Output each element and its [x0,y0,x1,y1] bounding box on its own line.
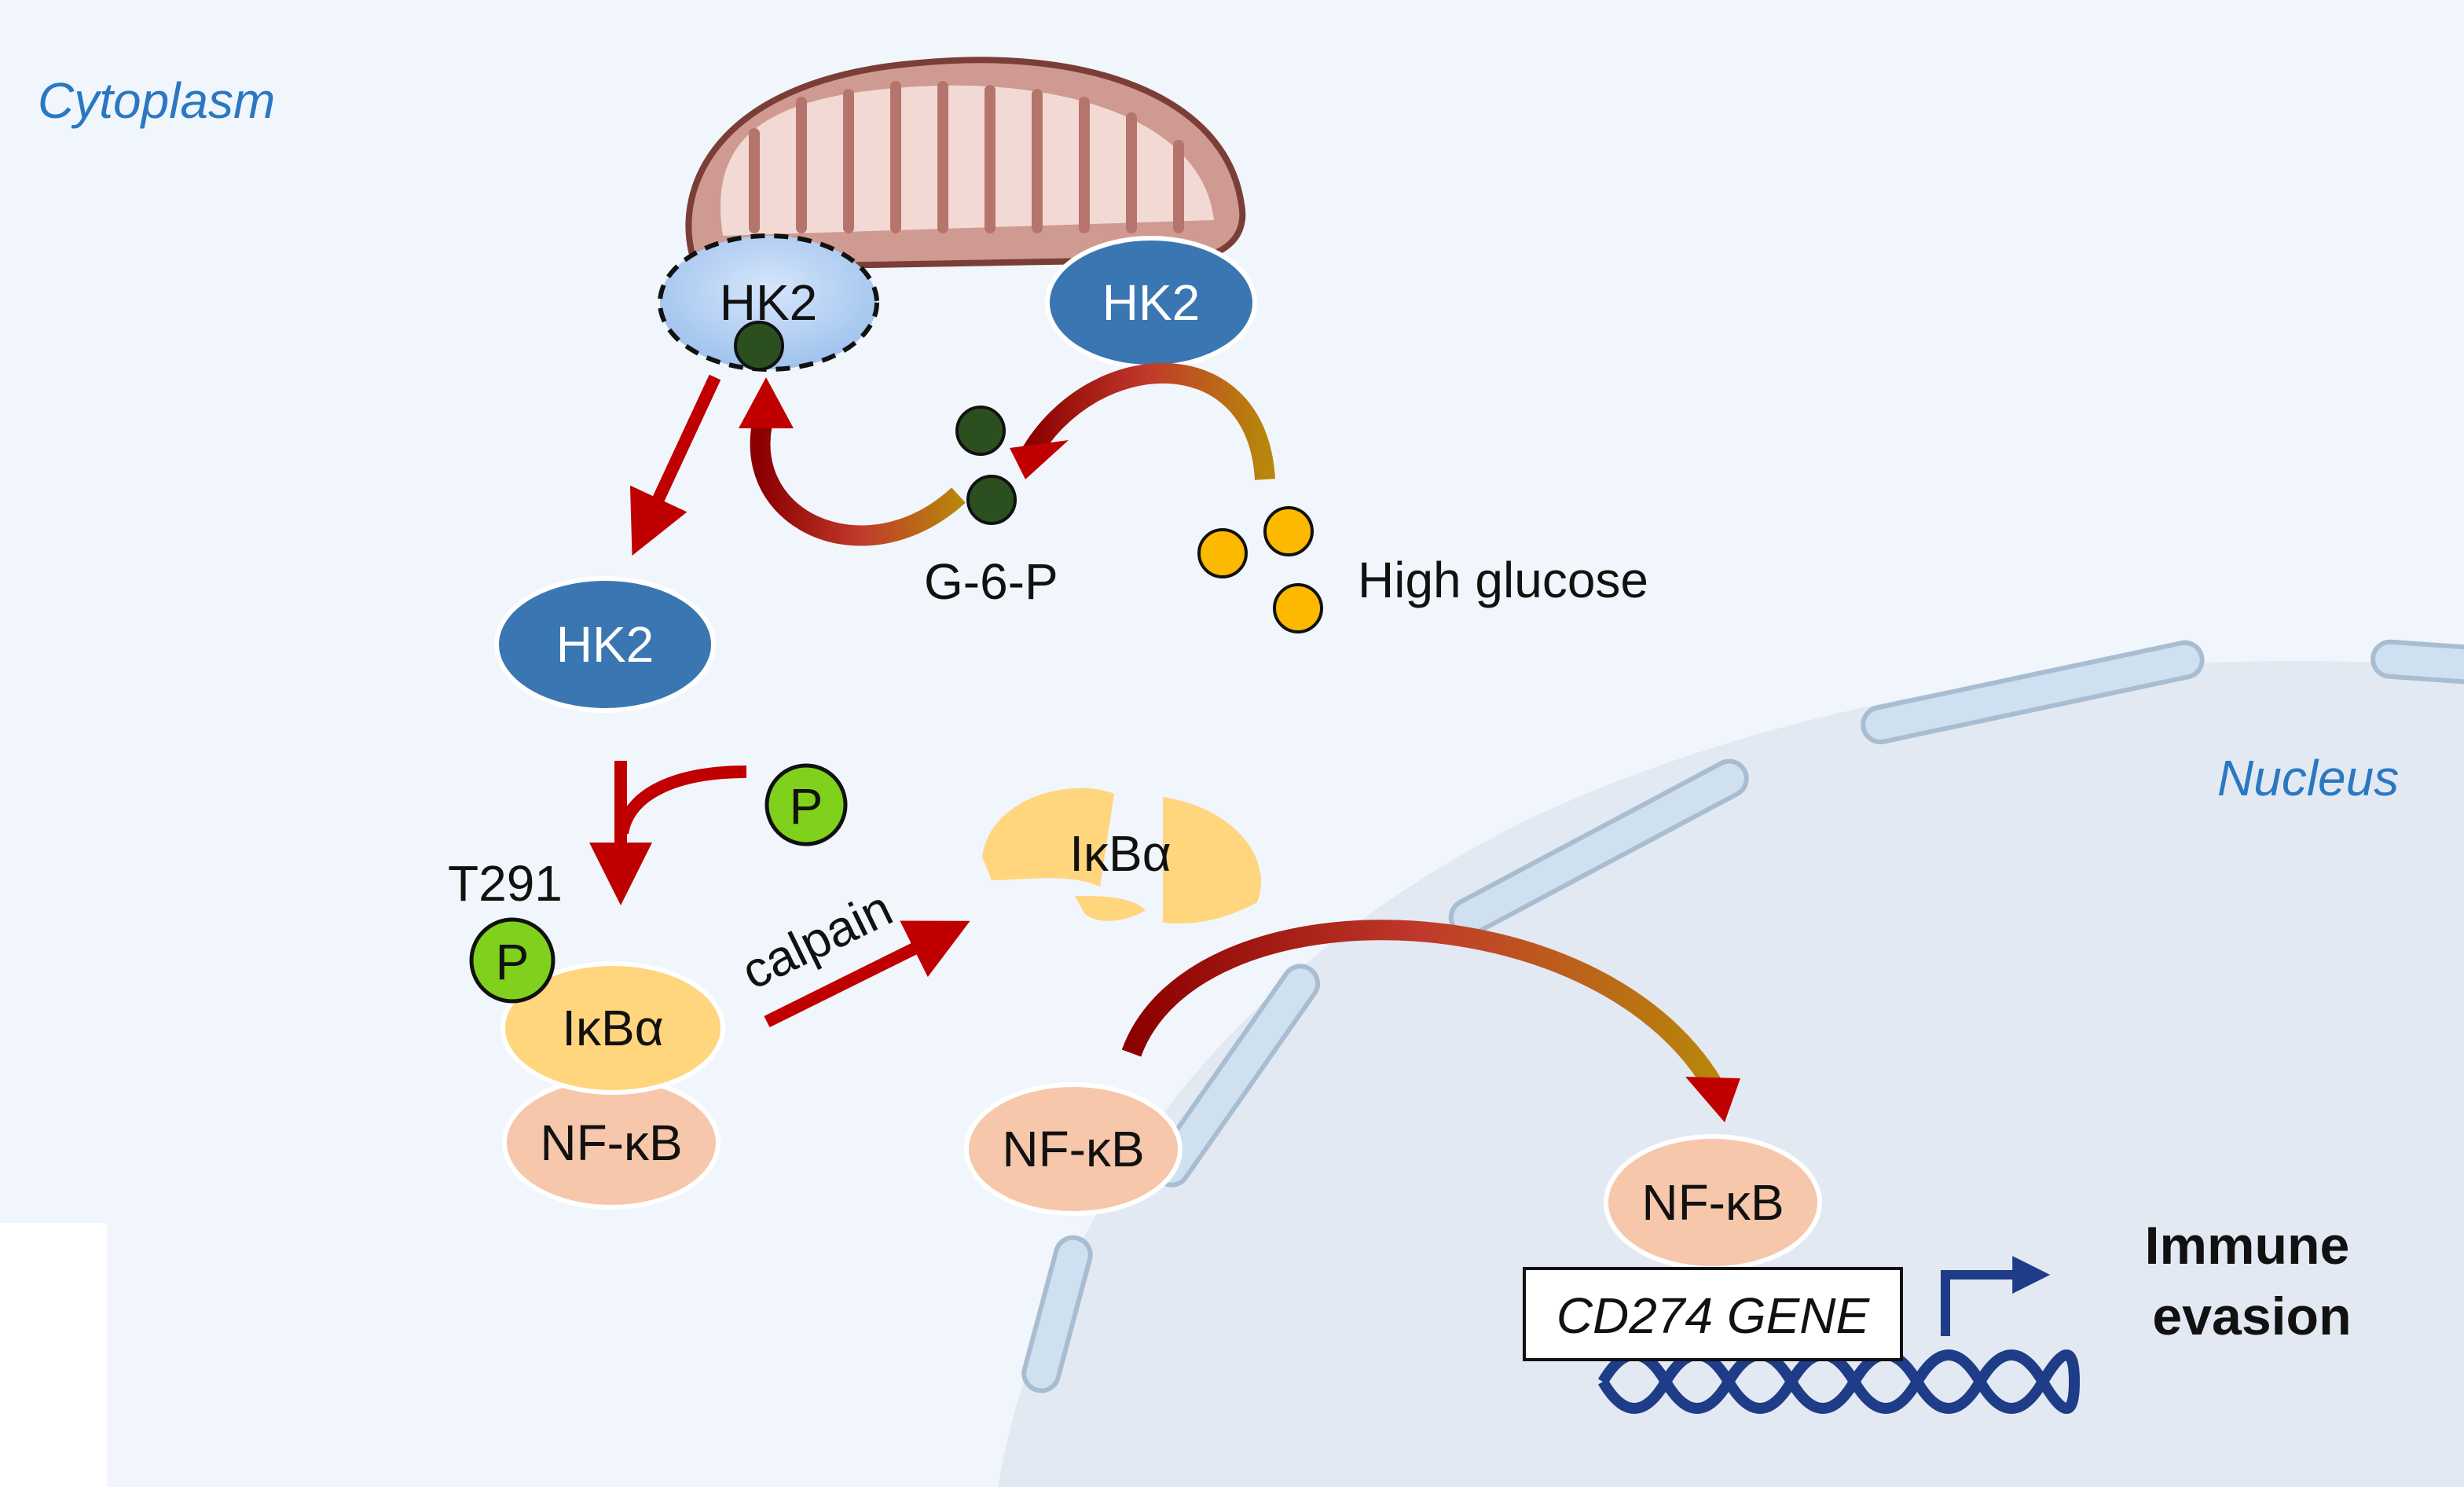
arrow-hk2-release [629,374,721,556]
arrow-nuclear-translocation [1121,920,1722,1090]
nucleus-label: Nucleus [2217,750,2399,806]
glucose-dot [1263,506,1314,556]
g6p-label: G-6-P [924,553,1058,610]
curve-arrow-glucose-to-g6p [1020,363,1275,480]
arrowhead [1685,1077,1740,1122]
svg-text:HK2: HK2 [720,274,818,331]
nuclear-pore [1021,1235,1093,1393]
arrow-calpain [764,920,970,1028]
nuclear-pore [1861,640,2205,745]
phosphate-input-curve [616,766,747,835]
curve-arrow-g6p-to-hk2 [750,406,966,546]
hk2-mitochondria-bound: HK2 [1045,236,1257,369]
cytoplasm-label: Cytoplasm [38,72,275,129]
svg-text:IκBα: IκBα [562,1000,663,1056]
transcription-arrow [1941,1256,2051,1336]
svg-text:NF-κB: NF-κB [1002,1121,1144,1177]
svg-text:NF-κB: NF-κB [540,1114,682,1171]
svg-text:P: P [790,778,823,835]
ikba-degraded: IκBα [982,788,1261,923]
g6p-dot [955,406,1006,456]
white-corner [0,1223,107,1487]
nfkb-nuclear: NF-κB [1604,1134,1822,1271]
svg-text:HK2: HK2 [1102,274,1201,331]
outcome-immune: Immune [2145,1216,2350,1276]
hk2-dissociating: HK2 [658,233,879,372]
mitochondrion [685,57,1246,271]
svg-text:IκBα: IκBα [1069,825,1171,882]
phosphate-free: P [764,763,848,846]
nfkb-complex-cytoplasm: NF-κB [502,1076,720,1210]
high-glucose-label: High glucose [1358,552,1648,608]
nuclear-pore [2370,639,2464,688]
nfkb-free-cytoplasm: NF-κB [964,1082,1182,1216]
nuclear-envelope [1021,639,2464,1393]
arrowhead [739,377,794,428]
outcome-evasion: evasion [2152,1287,2351,1346]
glucose-dot [1273,583,1323,633]
svg-text:P: P [496,934,530,990]
cd274-gene-box: CD274 GENE [1523,1267,1903,1361]
arrowhead [1010,440,1069,479]
ikba-phosphorylated: IκBα [500,961,725,1095]
svg-text:NF-κB: NF-κB [1641,1174,1784,1231]
glucose-dot [1197,528,1248,578]
phosphate-t291: P [469,917,556,1004]
g6p-dot [966,475,1017,525]
svg-text:HK2: HK2 [556,616,654,673]
g6p-bound-dot [734,321,784,371]
t291-label: T291 [448,855,563,912]
svg-text:CD274 GENE: CD274 GENE [1556,1287,1871,1344]
nucleus-region [998,660,2464,1487]
hk2-cytoplasmic: HK2 [494,576,716,713]
